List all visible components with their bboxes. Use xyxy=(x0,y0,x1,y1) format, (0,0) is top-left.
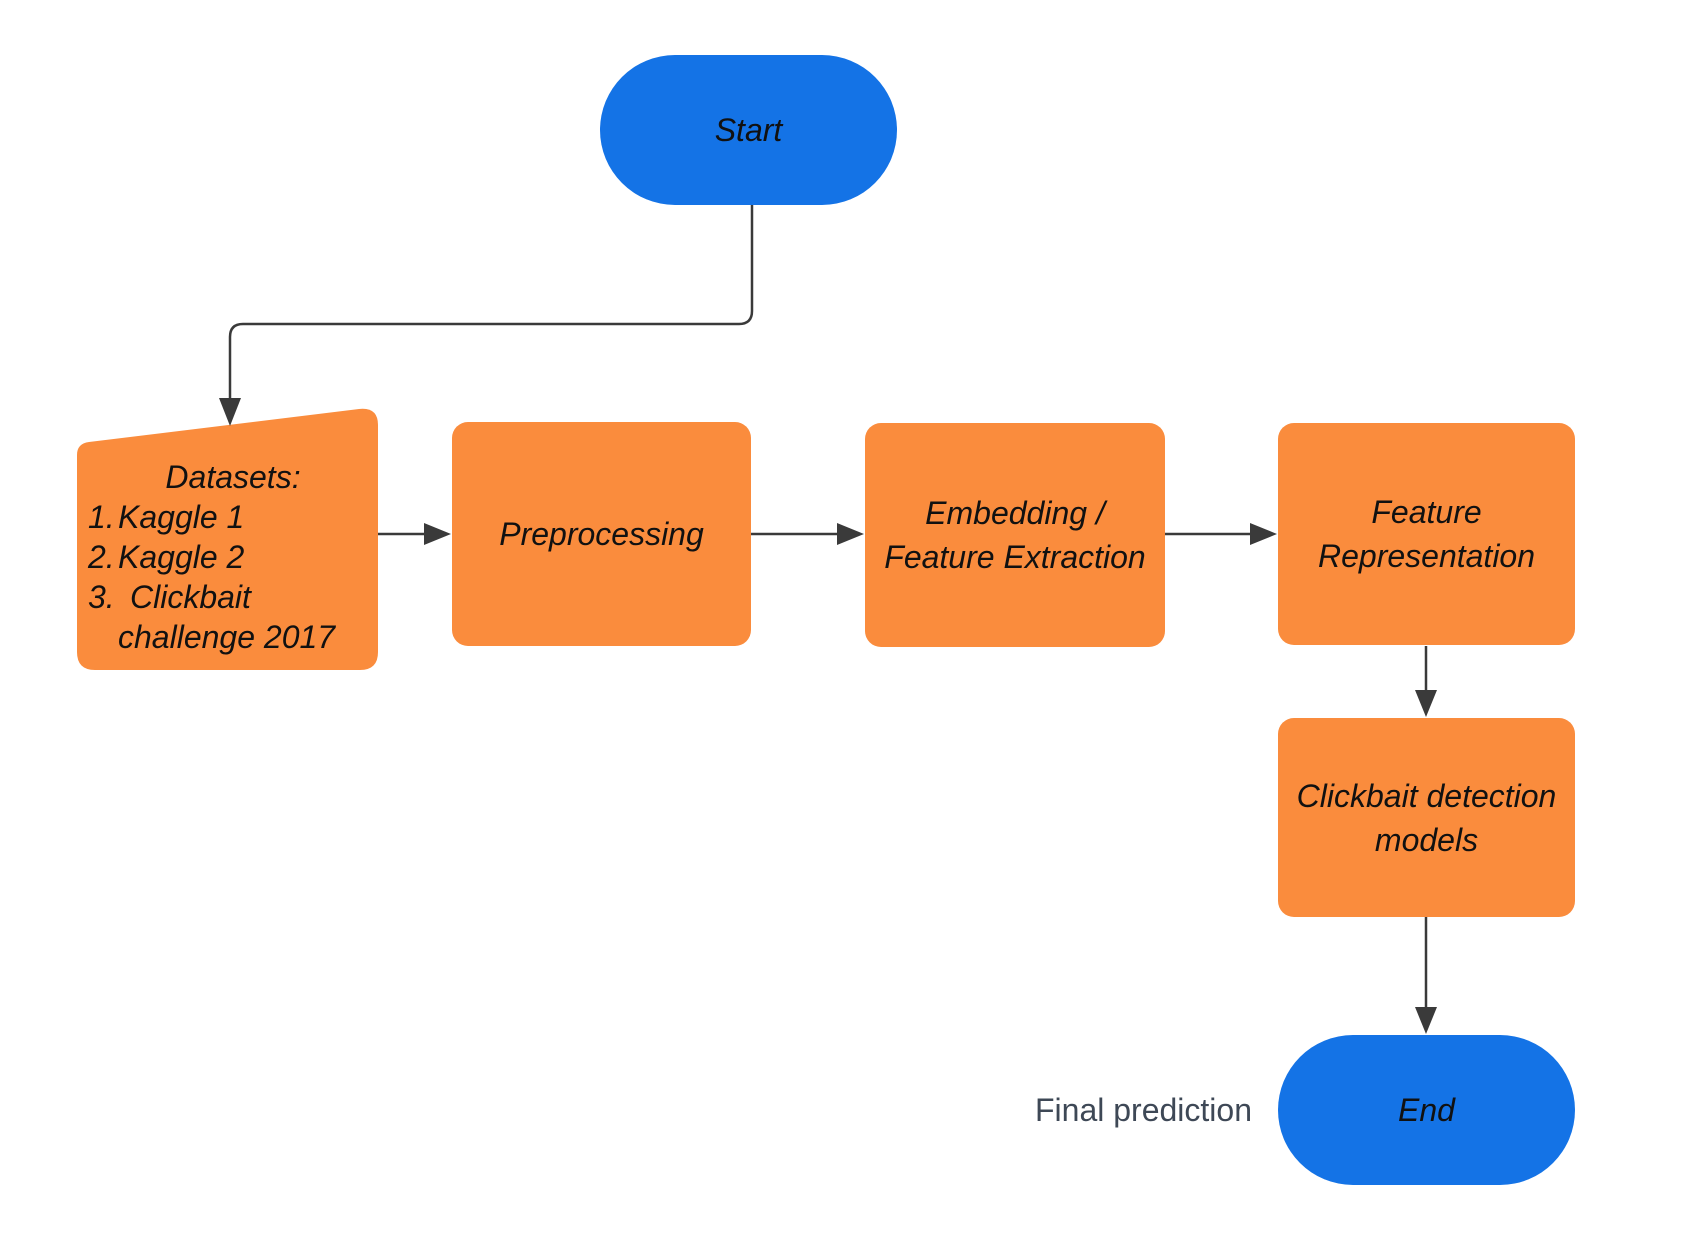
node-clickbait-label-line1: Clickbait detection xyxy=(1296,777,1557,814)
datasets-item-label: Clickbait challenge 2017 xyxy=(118,579,336,655)
node-end: End xyxy=(1278,1035,1575,1185)
connector-featrep-clickbait-arrowhead xyxy=(1415,690,1437,717)
node-start: Start xyxy=(600,55,897,205)
node-embedding-feature-extraction: Embedding / Feature Extraction xyxy=(865,423,1165,647)
datasets-item-number: 3. xyxy=(88,579,115,615)
datasets-item-label: Kaggle 1 xyxy=(118,499,245,535)
node-preprocessing: Preprocessing xyxy=(452,422,751,646)
node-featrep-label-line2: Representation xyxy=(1317,538,1536,574)
datasets-item: 1. Kaggle 1 xyxy=(88,497,378,537)
node-featrep-label-line1: Feature xyxy=(1371,494,1482,530)
datasets-item: 2. Kaggle 2 xyxy=(88,537,378,577)
node-clickbait-detection-models: Clickbait detection models xyxy=(1278,718,1575,917)
node-clickbait-label-line2: models xyxy=(1374,821,1479,858)
datasets-item-label: Kaggle 2 xyxy=(118,539,245,575)
datasets-node-shape xyxy=(77,408,378,670)
connector-preprocessing-embedding-arrowhead xyxy=(837,523,864,545)
node-preprocessing-label: Preprocessing xyxy=(499,516,704,552)
connector-embedding-featrep-arrowhead xyxy=(1250,523,1277,545)
connector-datasets-preprocessing-arrowhead xyxy=(424,523,451,545)
connector-start-datasets xyxy=(228,205,754,399)
node-embedding-label-line1: Embedding / xyxy=(925,495,1105,531)
node-datasets: Datasets: 1. Kaggle 1 2. Kaggle 2 3. Cli… xyxy=(77,443,378,670)
node-start-label: Start xyxy=(714,112,783,148)
datasets-item: 3. Clickbait challenge 2017 xyxy=(88,577,378,657)
datasets-item-number: 1. xyxy=(88,499,115,535)
node-end-label: End xyxy=(1398,1092,1455,1128)
connector-clickbait-end-arrowhead xyxy=(1415,1007,1437,1034)
connector-start-datasets-arrowhead xyxy=(219,398,241,426)
final-prediction-label: Final prediction xyxy=(1035,1092,1252,1128)
node-embedding-label-line2: Feature Extraction xyxy=(884,539,1146,575)
datasets-title: Datasets: xyxy=(165,459,301,495)
node-feature-representation: Feature Representation xyxy=(1278,423,1575,645)
datasets-item-number: 2. xyxy=(88,539,115,575)
